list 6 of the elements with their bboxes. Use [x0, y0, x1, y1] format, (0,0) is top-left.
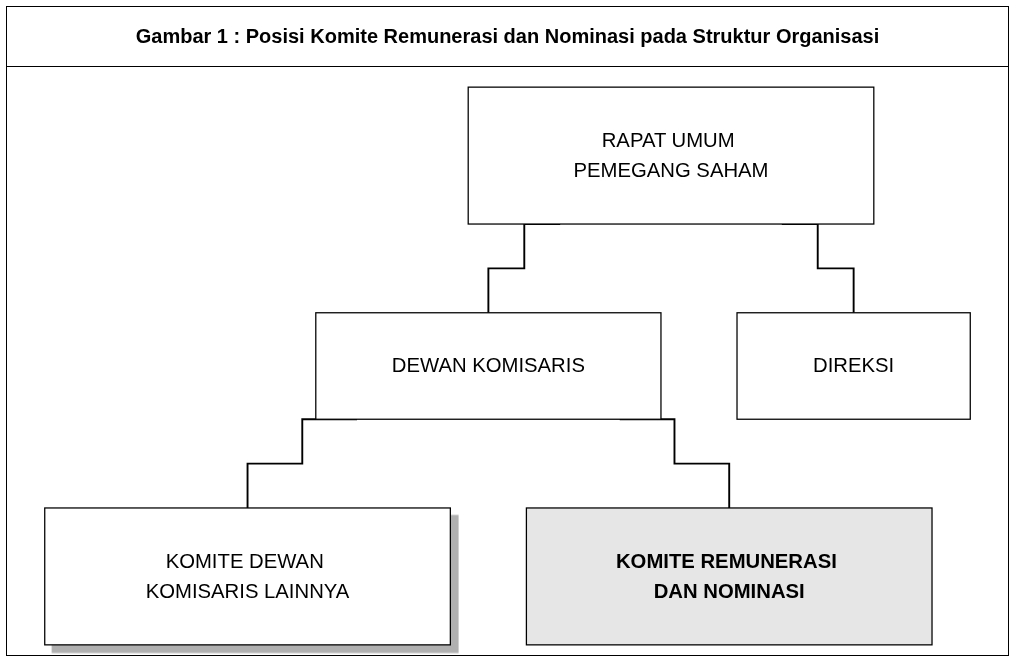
node-box: KOMITE REMUNERASI DAN NOMINASI: [525, 507, 933, 646]
figure-title: Gambar 1 : Posisi Komite Remunerasi dan Nominasi pada Struktur Organisasi: [7, 7, 1008, 67]
node-box: RAPAT UMUM PEMEGANG SAHAM: [467, 86, 875, 225]
node-box: DIREKSI: [736, 312, 971, 420]
node-box: KOMITE DEWAN KOMISARIS LAINNYA: [44, 507, 451, 646]
node-box: DEWAN KOMISARIS: [315, 312, 662, 420]
